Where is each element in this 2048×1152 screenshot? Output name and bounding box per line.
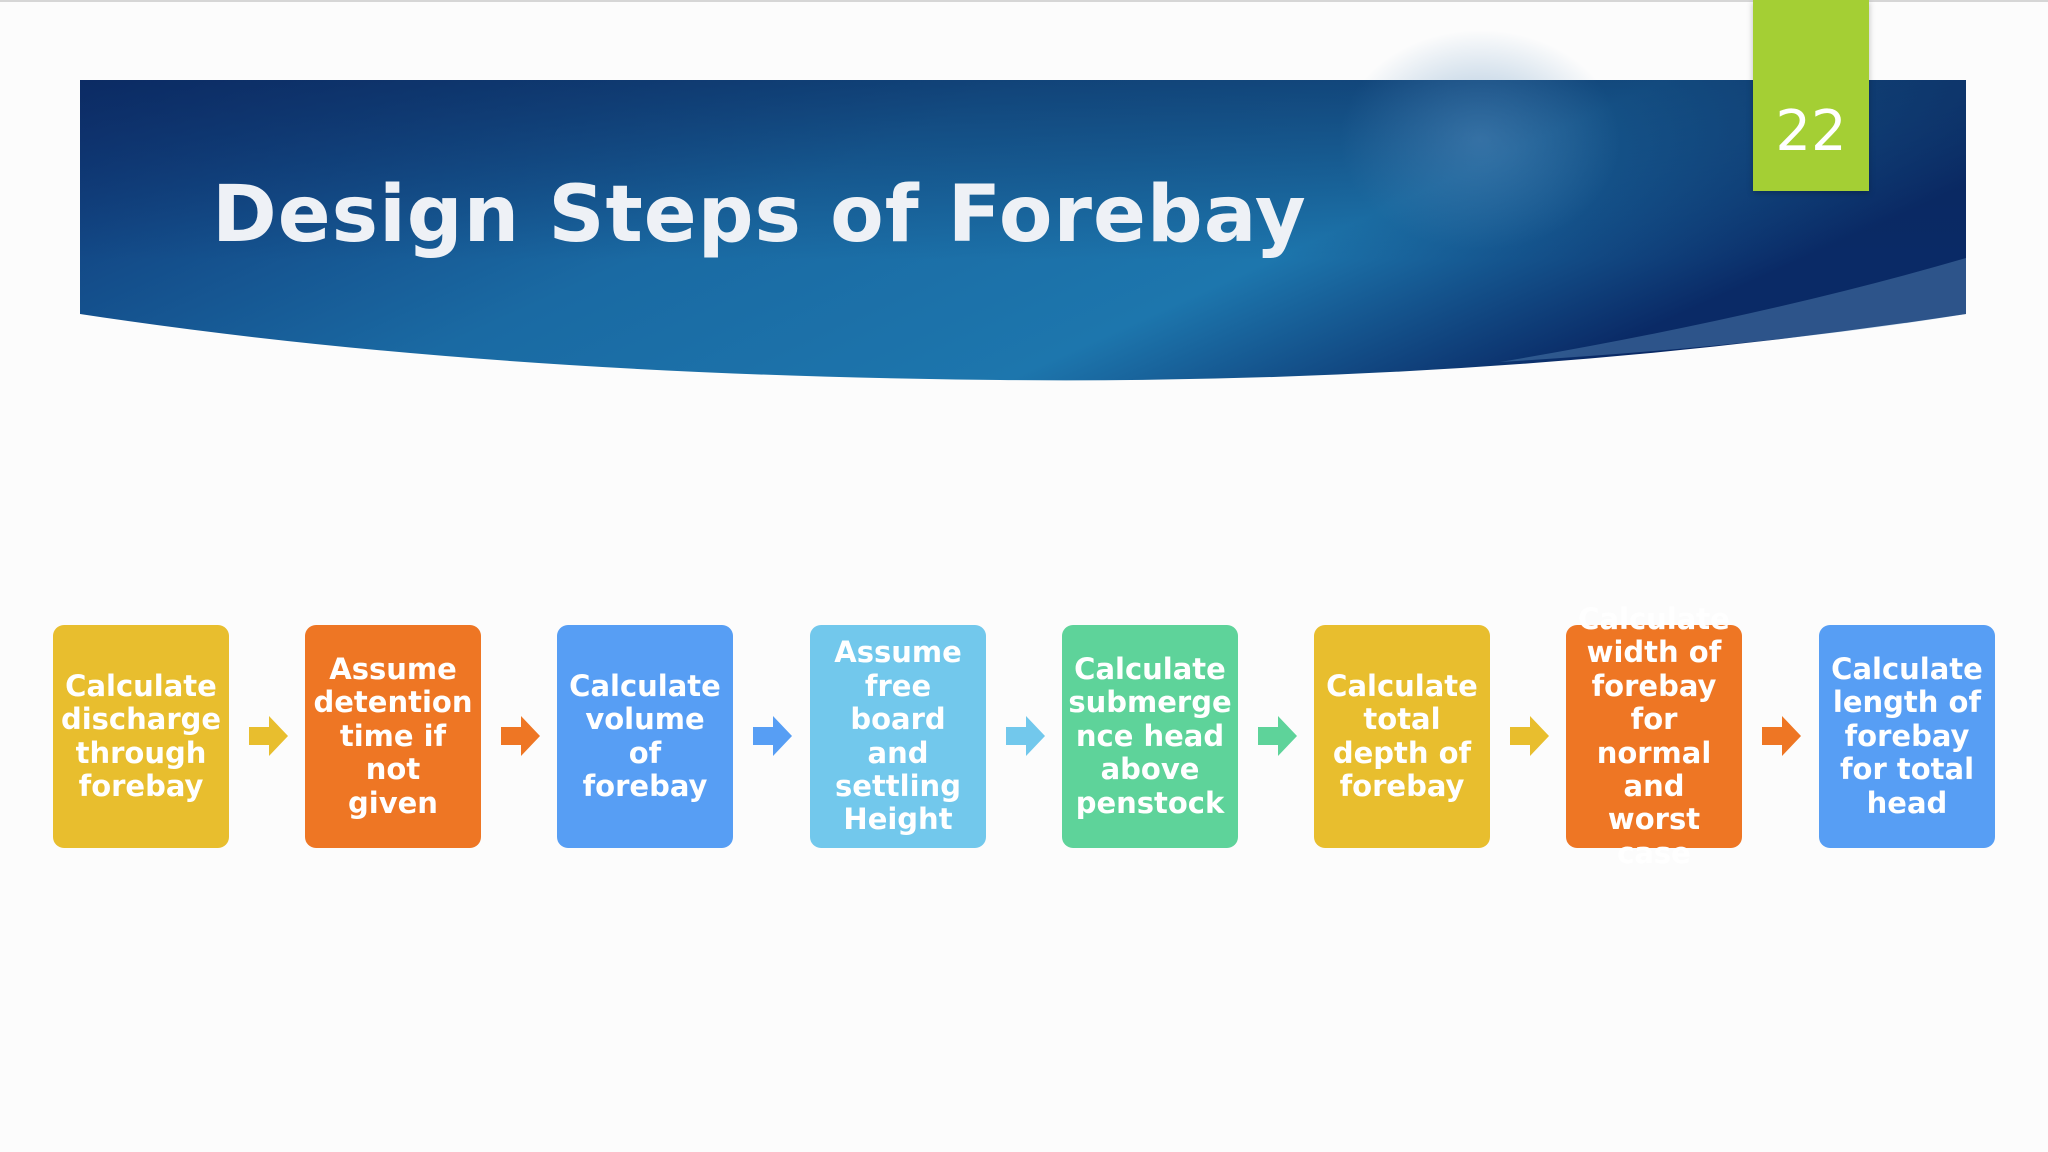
right-arrow-icon xyxy=(1006,716,1045,756)
right-arrow-icon xyxy=(249,716,288,756)
right-arrow-icon xyxy=(1258,714,1298,758)
right-arrow-icon xyxy=(1510,714,1550,758)
step-label-1: Calculate discharge through forebay xyxy=(60,668,222,803)
right-arrow-icon xyxy=(1006,714,1046,758)
right-arrow-icon xyxy=(753,714,793,758)
slide-title: Design Steps of Forebay xyxy=(212,170,1307,260)
step-box-5: Calculate submerge nce head above pensto… xyxy=(1062,625,1238,848)
right-arrow-icon xyxy=(501,716,540,756)
right-arrow-icon xyxy=(501,714,541,758)
page-number: 22 xyxy=(1775,99,1847,164)
title-banner-shape xyxy=(80,30,1966,381)
step-box-1: Calculate discharge through forebay xyxy=(53,625,229,848)
step-label-4: Assume free board and settling Height xyxy=(834,635,962,837)
step-box-6: Calculate total depth of forebay xyxy=(1314,625,1490,848)
step-label-3: Calculate volume of forebay xyxy=(569,668,721,803)
step-label-8: Calculate length of forebay for total he… xyxy=(1831,652,1983,820)
step-label-5: Calculate submerge nce head above pensto… xyxy=(1068,652,1232,820)
page-number-badge: 22 xyxy=(1753,0,1869,191)
step-label-2: Assume detention time if not given xyxy=(313,652,473,820)
right-arrow-icon xyxy=(249,714,289,758)
step-box-2: Assume detention time if not given xyxy=(305,625,481,848)
step-label-6: Calculate total depth of forebay xyxy=(1326,668,1478,803)
right-arrow-icon xyxy=(1762,714,1802,758)
title-banner xyxy=(0,0,2048,400)
step-box-8: Calculate length of forebay for total he… xyxy=(1819,625,1995,848)
top-border xyxy=(0,0,2048,2)
right-arrow-icon xyxy=(1762,716,1801,756)
right-arrow-icon xyxy=(1510,716,1549,756)
right-arrow-icon xyxy=(753,716,792,756)
step-box-7: Calculate width of forebay for normal an… xyxy=(1566,602,1742,869)
step-box-3: Calculate volume of forebay xyxy=(557,625,733,848)
right-arrow-icon xyxy=(1258,716,1297,756)
step-box-4: Assume free board and settling Height xyxy=(810,625,986,848)
step-label-7: Calculate width of forebay for normal an… xyxy=(1578,602,1730,870)
